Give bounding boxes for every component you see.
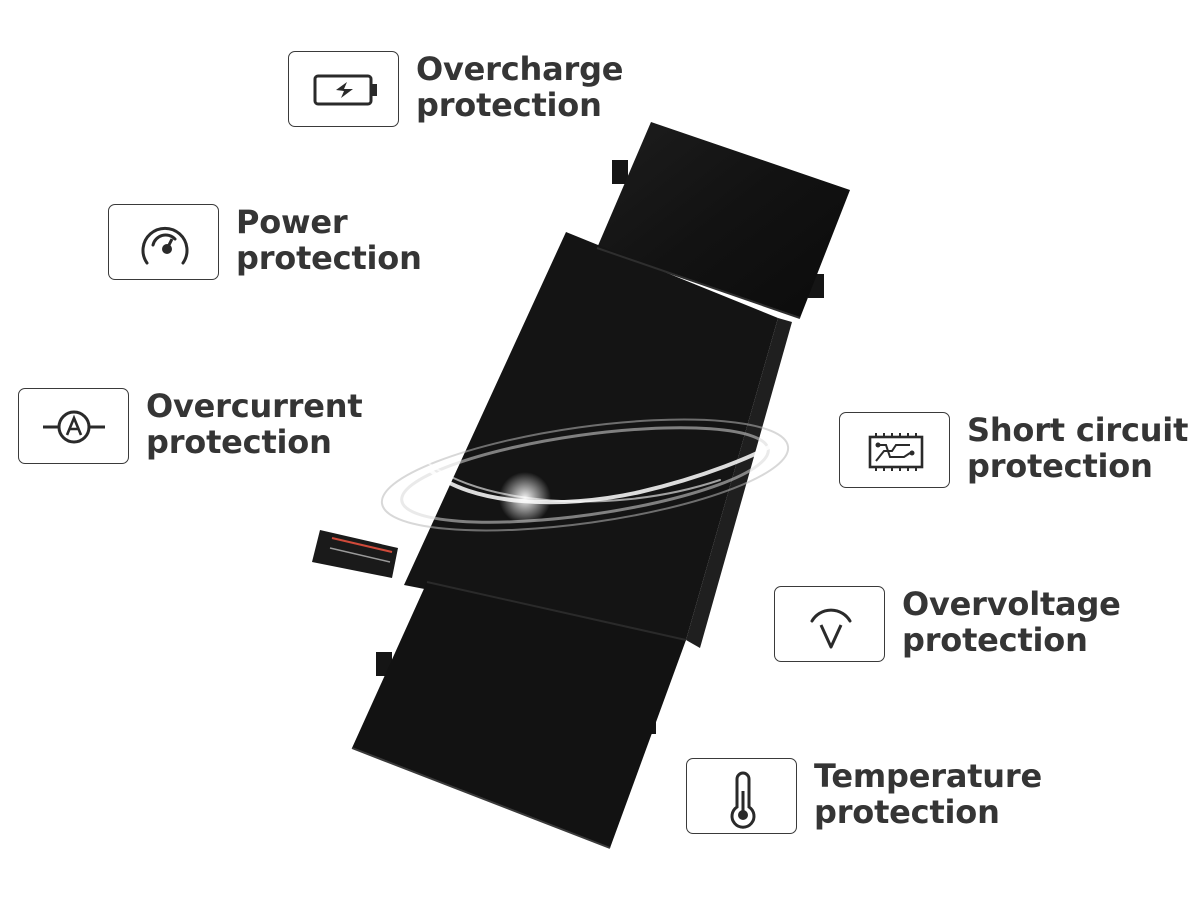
feature-subtitle: protection: [902, 621, 1088, 659]
feature-title: Power: [236, 203, 348, 241]
feature-title: Overcharge: [416, 50, 624, 88]
feature-title: Short circuit: [967, 411, 1189, 449]
battery-charging-icon: [288, 51, 399, 127]
feature-title: Overcurrent: [146, 387, 363, 425]
feature-subtitle: protection: [236, 239, 422, 277]
feature-title: Temperature: [814, 757, 1042, 795]
feature-subtitle: protection: [146, 423, 332, 461]
gauge-icon: [108, 204, 219, 280]
thermometer-icon: [686, 758, 797, 834]
feature-title: Overvoltage: [902, 585, 1121, 623]
voltage-icon: [774, 586, 885, 662]
circuit-board-icon: [839, 412, 950, 488]
feature-subtitle: protection: [967, 447, 1153, 485]
feature-subtitle: protection: [416, 86, 602, 124]
feature-subtitle: protection: [814, 793, 1000, 831]
ampere-icon: [18, 388, 129, 464]
